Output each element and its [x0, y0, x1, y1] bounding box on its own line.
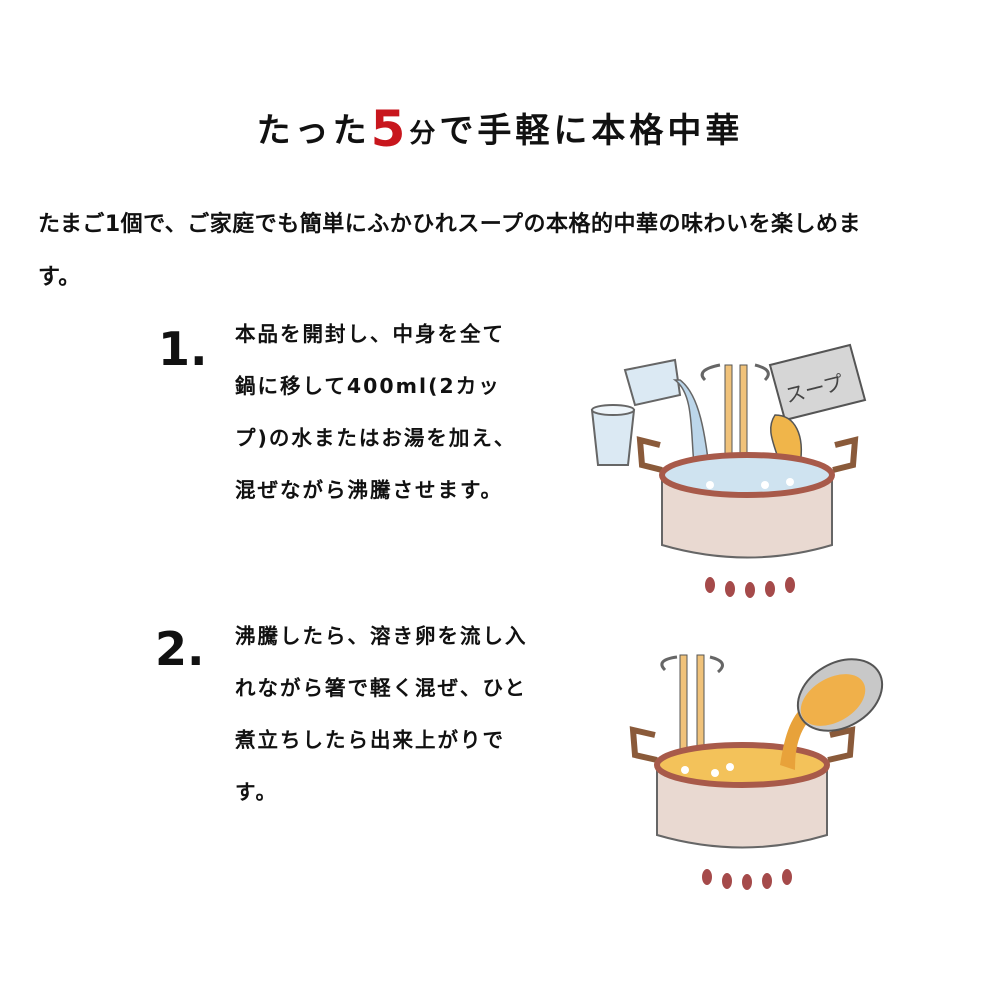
title-unit: 分	[409, 119, 440, 149]
intro-text: たまご1個で、ご家庭でも簡単にふかひれスープの本格的中華の味わいを楽しめま す。	[38, 198, 978, 304]
title-after: で手軽に本格中華	[439, 111, 744, 151]
step-1-line: 本品を開封し、中身を全て	[235, 322, 505, 346]
step-2-text: 沸騰したら、溶き卵を流し入 れながら箸で軽く混ぜ、ひと 煮立ちしたら出来上がりで…	[235, 610, 528, 818]
egg-bowl-icon	[780, 658, 884, 770]
pot-icon	[629, 726, 856, 849]
step-1-line: 混ぜながら沸騰させます。	[235, 478, 503, 502]
pouring-cup-icon	[623, 358, 711, 476]
intro-line-1: たまご1個で、ご家庭でも簡単にふかひれスープの本格的中華の味わいを楽しめま	[38, 212, 861, 237]
step-2-line: 煮立ちしたら出来上がりで	[235, 728, 505, 752]
step-1-illustration: スープ	[590, 343, 867, 598]
pot-icon	[636, 436, 859, 559]
flame-icon	[705, 577, 795, 598]
step-2-illustration	[629, 654, 884, 890]
title-number: 5	[370, 100, 410, 158]
step-1-line: プ)の水またはお湯を加え、	[235, 426, 517, 450]
chopsticks-icon	[660, 654, 724, 766]
cup-icon	[590, 404, 636, 466]
flame-icon	[702, 869, 792, 890]
step-2-line: れながら箸で軽く混ぜ、ひと	[235, 676, 527, 700]
soup-packet-icon: スープ	[768, 343, 867, 466]
step-1-line: 鍋に移して400ml(2カッ	[235, 374, 501, 398]
step-2-line: 沸騰したら、溶き卵を流し入	[235, 624, 528, 648]
step-2-line: す。	[235, 780, 278, 804]
step-2-number: 2.	[155, 622, 205, 676]
page-title: たった5分で手軽に本格中華	[0, 100, 1000, 158]
step-1-text: 本品を開封し、中身を全て 鍋に移して400ml(2カッ プ)の水またはお湯を加え…	[235, 308, 516, 516]
step-1-number: 1.	[158, 322, 208, 376]
intro-line-2: す。	[38, 265, 81, 290]
title-before: たった	[256, 111, 371, 151]
